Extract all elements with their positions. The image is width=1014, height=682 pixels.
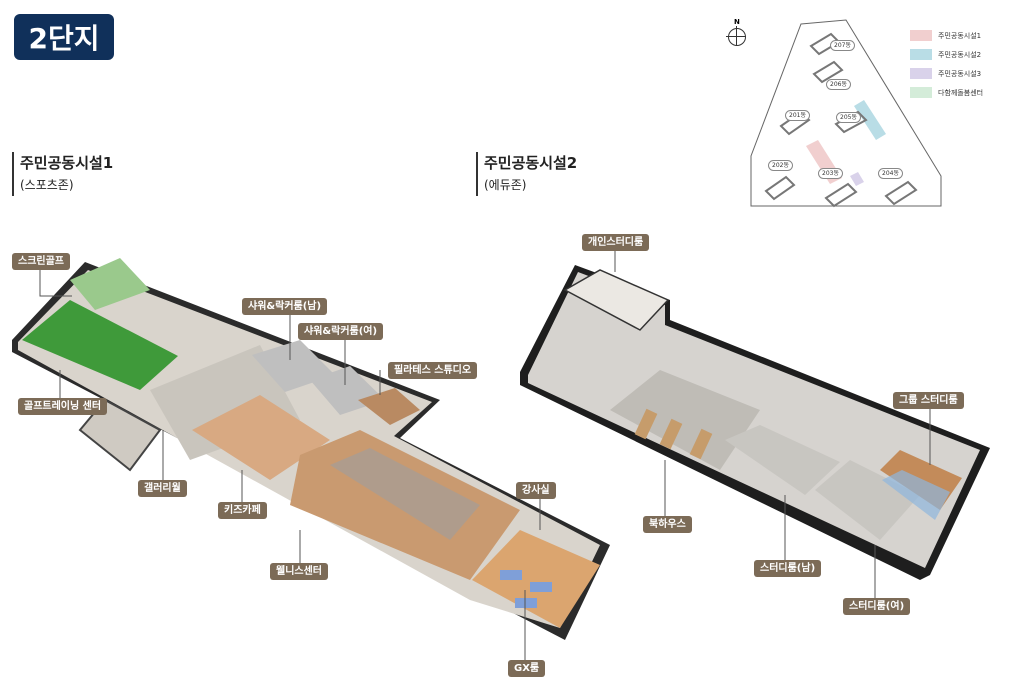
tag-golf-training: 골프트레이닝 센터 (18, 398, 108, 415)
facility2-title: 주민공동시설2 (에듀존) (476, 152, 577, 196)
wellness-equipment (330, 448, 480, 540)
legend-swatch (910, 87, 932, 98)
dong-205: 205동 (836, 112, 861, 123)
tag-study-men: 스터디룸(남) (754, 560, 822, 577)
book-house-table-3 (689, 428, 713, 460)
legend-label: 다함께돌봄센터 (938, 88, 984, 97)
tag-lecture: 강사실 (516, 482, 556, 499)
tag-kids-cafe: 키즈카페 (218, 502, 267, 519)
legend-item: 주민공동시설1 (910, 26, 983, 45)
tag-book-house: 북하우스 (643, 516, 692, 533)
dong-201: 201동 (785, 110, 810, 121)
tag-shower-men: 샤워&락커룸(남) (242, 298, 328, 315)
facility2-subtitle: (에듀존) (484, 178, 527, 192)
facility2-title-text: 주민공동시설2 (484, 154, 578, 172)
study-men-room (725, 425, 840, 495)
tag-gx: GX룸 (508, 660, 546, 677)
tag-shower-women: 샤워&락커룸(여) (298, 323, 384, 340)
tag-pilates: 필라테스 스튜디오 (388, 362, 478, 379)
group-study-glass (882, 470, 950, 520)
zone-facility3 (850, 172, 864, 186)
legend-item: 주민공동시설2 (910, 45, 983, 64)
complex-badge: 2단지 (14, 14, 114, 60)
tag-study-women: 스터디룸(여) (843, 598, 911, 615)
legend-swatch (910, 30, 932, 41)
tag-gallery: 갤러리월 (138, 480, 187, 497)
book-house-table-2 (659, 418, 683, 450)
dong-204: 204동 (878, 168, 903, 179)
compass-icon: N (726, 18, 748, 48)
legend-label: 주민공동시설3 (938, 69, 982, 78)
legend-swatch (910, 49, 932, 60)
facility1-title-text: 주민공동시설1 (20, 154, 114, 172)
tag-group-study: 그룹 스터디룸 (893, 392, 964, 409)
pilates-room (358, 388, 420, 425)
gx-room-floor (472, 530, 600, 628)
screen-golf-room (70, 258, 150, 310)
tag-wellness: 웰니스센터 (270, 563, 328, 580)
gx-mat-2 (530, 582, 552, 592)
compass-north-label: N (734, 18, 740, 26)
gx-mat-3 (515, 598, 537, 608)
legend-swatch (910, 68, 932, 79)
study-women-room (815, 460, 920, 540)
book-house-floor (610, 370, 760, 470)
book-house-table-1 (634, 408, 658, 440)
legend: 주민공동시설1 주민공동시설2 주민공동시설3 다함께돌봄센터 (910, 26, 983, 102)
facility1-title: 주민공동시설1 (스포츠존) (12, 152, 113, 196)
dong-207: 207동 (830, 40, 855, 51)
facility1-subtitle: (스포츠존) (20, 178, 74, 192)
dong-206: 206동 (826, 79, 851, 90)
dong-202: 202동 (768, 160, 793, 171)
leader-lines-1 (39, 268, 541, 660)
personal-study-room (563, 269, 670, 331)
legend-item: 다함께돌봄센터 (910, 83, 983, 102)
dong-203: 203동 (818, 168, 843, 179)
legend-label: 주민공동시설1 (938, 31, 982, 40)
gx-mat-1 (500, 570, 522, 580)
golf-green-area (22, 300, 178, 390)
legend-label: 주민공동시설2 (938, 50, 982, 59)
legend-item: 주민공동시설3 (910, 64, 983, 83)
tag-screen-golf: 스크린골프 (12, 253, 70, 270)
kids-cafe-room (192, 395, 330, 480)
tag-personal-study: 개인스터디룸 (582, 234, 650, 251)
zone-facility2 (854, 100, 886, 140)
